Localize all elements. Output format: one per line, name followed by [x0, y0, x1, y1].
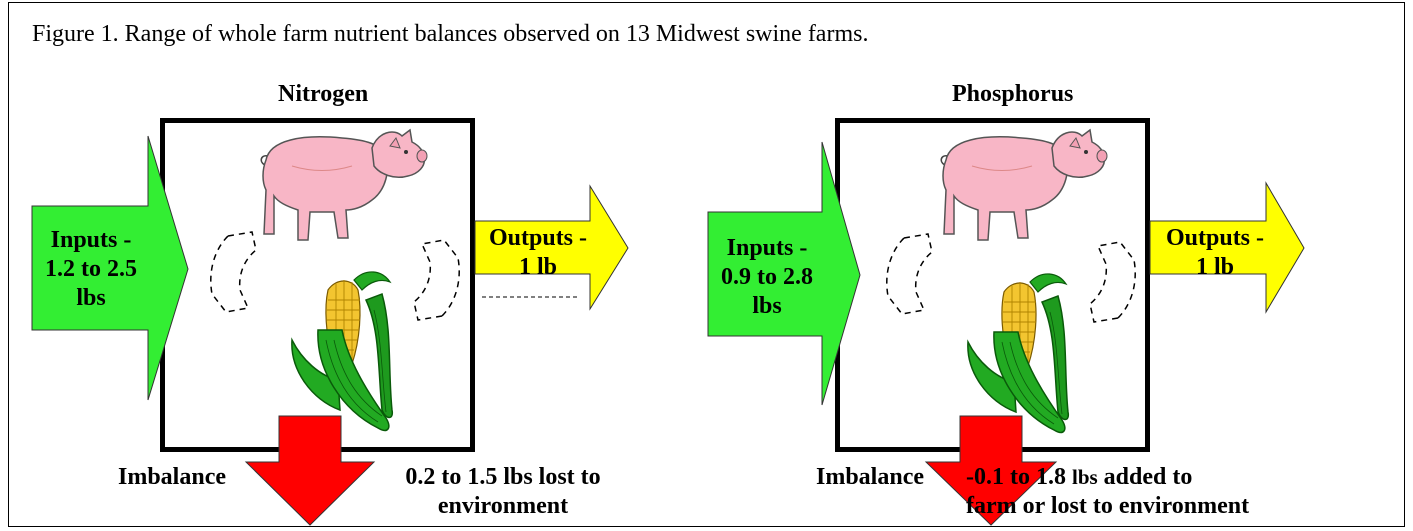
phosphorus-outputs-label: Outputs - 1 lb: [1165, 225, 1265, 280]
figure-caption: Figure 1. Range of whole farm nutrient b…: [32, 21, 869, 47]
phosphorus-title: Phosphorus: [952, 81, 1074, 107]
phosphorus-inputs-label: Inputs - 0.9 to 2.8 lbs: [721, 235, 813, 319]
nitrogen-imbalance-text: 0.2 to 1.5 lbs lost to environment: [405, 464, 601, 519]
nitrogen-title: Nitrogen: [278, 81, 369, 107]
phosphorus-farm-box: [835, 118, 1150, 452]
phosphorus-imbalance-text: -0.1 to 1.8 lbs added to farm or lost to…: [966, 464, 1250, 519]
nitrogen-farm-box: [160, 118, 475, 452]
nitrogen-inputs-label: Inputs - 1.2 to 2.5 lbs: [45, 227, 137, 311]
phosphorus-imbalance-label: Imbalance: [816, 464, 924, 490]
nitrogen-imbalance-label: Imbalance: [118, 464, 226, 490]
nitrogen-outputs-label: Outputs - 1 lb: [488, 225, 588, 280]
